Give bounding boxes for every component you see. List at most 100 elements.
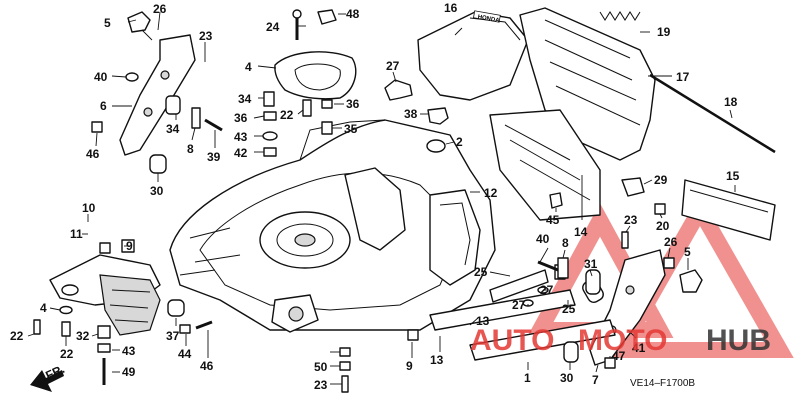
spacer-31: [585, 269, 601, 295]
spacer-35: [167, 299, 185, 317]
leader-22a: [297, 109, 304, 115]
bag-brand-text: HONDA: [477, 14, 500, 24]
callout-29: 29: [654, 173, 668, 187]
callout-41: 42: [234, 146, 248, 160]
callout-17: 17: [676, 70, 690, 84]
callout-27: 26: [153, 2, 167, 16]
watermark-auto: AUTO: [470, 324, 554, 357]
callout-40b: 41: [632, 341, 646, 355]
callout-23b: 23: [624, 213, 638, 227]
cap-49: [317, 9, 337, 25]
diagram-code: VE14–F1700B: [630, 378, 695, 389]
front-height-adjuster: [49, 239, 161, 336]
callout-9b: 9: [406, 359, 413, 373]
bolt-39: [537, 260, 559, 272]
handle-knob-left: [127, 11, 151, 33]
adjuster-cover-ribs: [109, 289, 151, 323]
leader-29: [643, 179, 653, 185]
callout-numbers: 5 26 23 40 6 34 8 39 46 30 4 24 48 34 36…: [10, 1, 740, 392]
handle-bracket-left: [119, 11, 196, 156]
watermark-moto: MOTO: [578, 324, 667, 357]
front-arrow-icon: [30, 370, 64, 392]
leader-8b: [562, 249, 566, 259]
callout-19: 19: [657, 25, 671, 39]
bag-brand-plate: [473, 10, 501, 23]
callout-8: 8: [187, 142, 194, 156]
deck-side-ribs: [439, 202, 471, 266]
deck-surface-lines: [179, 227, 241, 276]
rear-link-small: [489, 269, 549, 303]
cap-2: [426, 139, 446, 153]
callout-5: 5: [104, 16, 111, 30]
callout-6: 6: [100, 99, 107, 113]
leader-25a: [489, 271, 511, 277]
callout-37: 38: [404, 107, 418, 121]
leader-40a: [111, 75, 127, 78]
leader-13a: [469, 317, 479, 326]
leader-8a: [191, 127, 196, 141]
bolt-22-bottom: [341, 375, 349, 393]
bag-top-cover: [417, 11, 529, 101]
leader-31: [589, 269, 593, 277]
gasket-ring-inner: [294, 63, 341, 91]
callout-49: 48: [346, 7, 360, 21]
clip-9-bottom: [407, 329, 419, 341]
callout-26b: 27: [512, 298, 526, 312]
spacer-30-right: [563, 341, 579, 363]
leader-18: [729, 109, 733, 119]
callout-43b: 45: [546, 213, 560, 227]
leader-39: [539, 247, 549, 263]
bag-frame: [519, 7, 656, 161]
callout-30: 30: [150, 184, 164, 198]
deck-spindle-center: [294, 233, 316, 247]
callout-22b: 22: [10, 329, 24, 343]
bolt-22-mid: [302, 99, 312, 117]
callout-27b: 26: [664, 235, 678, 249]
leader-40b: [627, 329, 637, 339]
callout-9: 9: [126, 239, 133, 253]
callout-43: 44: [178, 347, 192, 361]
washer-4: [59, 305, 73, 315]
front-label: FR.: [43, 362, 66, 383]
callout-8b: 8: [562, 236, 569, 250]
nut-43-left: [179, 324, 191, 334]
handle-plate-left: [119, 34, 196, 156]
handle-knob-right: [679, 269, 703, 293]
bag-spring: [599, 11, 641, 21]
leader-32: [91, 333, 99, 337]
rear-plate-lower: [469, 319, 616, 361]
callout-25: 25: [474, 265, 488, 279]
callout-20: 20: [656, 219, 670, 233]
callout-7: 7: [592, 373, 599, 387]
leader-27a: [157, 11, 161, 31]
callout-15: 15: [726, 169, 740, 183]
cap-50: [339, 347, 351, 357]
callout-4: 4: [40, 301, 47, 315]
callout-30b: 30: [560, 371, 574, 385]
rear-flap: [681, 179, 776, 241]
callout-42: 43: [122, 344, 136, 358]
grass-bag-assembly: HONDA: [417, 7, 656, 221]
callout-46b: 47: [612, 349, 626, 363]
callout-5b: 5: [684, 245, 691, 259]
mower-deck: [169, 119, 496, 333]
callout-38: 39: [207, 150, 221, 164]
callout-32: 32: [76, 329, 90, 343]
leader-3: [257, 65, 277, 69]
callout-44: 43: [234, 130, 248, 144]
bolt-24-head: [292, 9, 302, 19]
callout-22: 22: [280, 108, 294, 122]
bag-frame-ribs: [544, 19, 641, 126]
bag-fabric-lines: [504, 124, 591, 201]
watermark-hub: HUB: [706, 324, 771, 357]
handle-plate-right-hole-1: [625, 285, 635, 295]
bag-fabric-side: [489, 109, 601, 221]
nut-43-right: [549, 192, 563, 209]
callout-13: 13: [476, 314, 490, 328]
leader-27b: [667, 247, 671, 259]
callout-2: 2: [456, 135, 463, 149]
nut-40: [125, 72, 139, 82]
leader-23b: [625, 225, 631, 233]
